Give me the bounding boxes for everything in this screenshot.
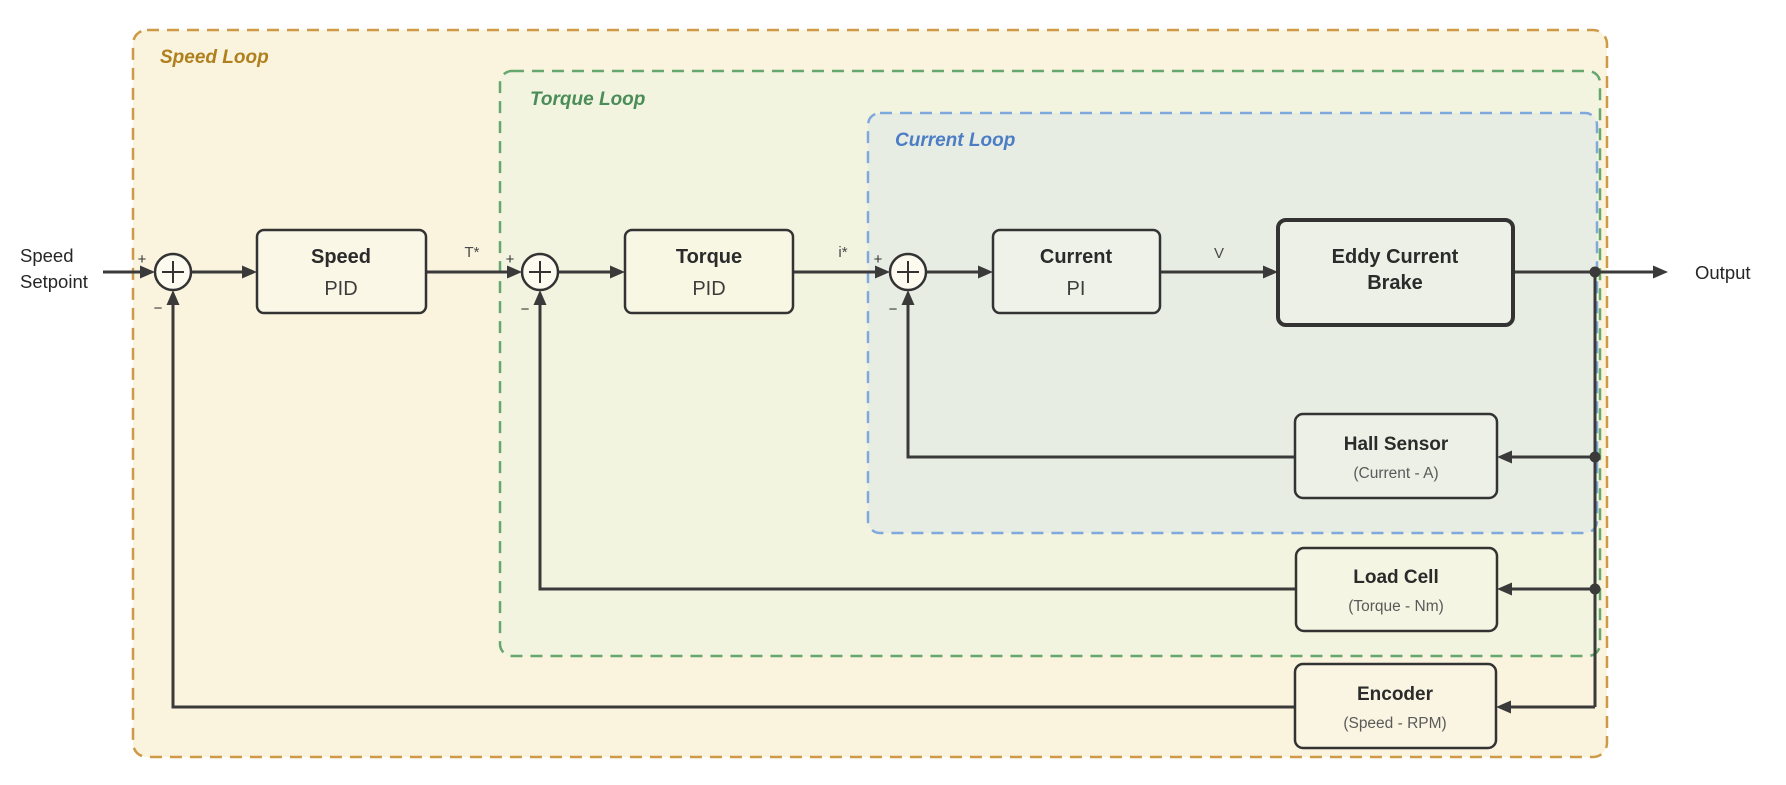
speed-loop-label: Speed Loop — [160, 47, 269, 68]
summing-junction-2-plus-icon — [529, 261, 551, 283]
input-label-line1: Speed — [20, 245, 74, 266]
sum1-minus-sign: − — [154, 300, 163, 317]
junction-dot-hall — [1589, 451, 1601, 463]
current-pi-title: Current — [1040, 246, 1113, 268]
feedback-encoder-to-sum1 — [171, 302, 1295, 709]
load-cell-box — [1294, 546, 1499, 633]
load-cell-subtitle: (Torque - Nm) — [1348, 598, 1444, 615]
summing-junction-3-plus-icon — [897, 261, 919, 283]
hall-sensor-box — [1293, 412, 1499, 500]
arrow-into-torque-pid — [610, 265, 625, 279]
junction-dot-load-cell — [1589, 583, 1601, 595]
input-label-line2: Setpoint — [20, 271, 88, 292]
current-loop-label: Current Loop — [895, 130, 1015, 151]
load-cell-title: Load Cell — [1353, 567, 1439, 588]
speed-pid-title: Speed — [311, 246, 371, 268]
encoder-subtitle: (Speed - RPM) — [1343, 715, 1446, 732]
arrow-into-hall-sensor — [1497, 450, 1512, 464]
eddy-current-brake-box — [1276, 218, 1515, 327]
torque-loop-label: Torque Loop — [530, 89, 645, 110]
sum2-minus-sign: − — [521, 301, 530, 318]
speed-pid-block: Speed PID — [255, 228, 428, 315]
arrow-up-into-sum1 — [166, 290, 180, 305]
arrow-into-sum1 — [140, 265, 155, 279]
load-cell-block: Load Cell (Torque - Nm) — [1294, 546, 1499, 633]
arrow-into-encoder — [1496, 700, 1511, 714]
io-labels: Speed Setpoint Output — [20, 245, 1751, 292]
voltage-label: V — [1214, 245, 1224, 262]
summing-junction-1-plus-icon — [162, 261, 184, 283]
current-reference-label: i* — [838, 244, 847, 261]
current-pi-subtitle: PI — [1067, 278, 1086, 300]
hall-sensor-subtitle: (Current - A) — [1353, 465, 1438, 482]
eddy-brake-title-line2: Brake — [1367, 272, 1423, 294]
arrow-into-sum3 — [875, 265, 890, 279]
sum3-plus-sign: + — [874, 251, 883, 268]
arrow-into-eddy-brake — [1263, 265, 1278, 279]
encoder-block: Encoder (Speed - RPM) — [1293, 662, 1498, 750]
feedback-lines — [171, 272, 1597, 709]
hall-sensor-block: Hall Sensor (Current - A) — [1293, 412, 1499, 500]
torque-pid-title: Torque — [676, 246, 742, 268]
feedback-load-cell-to-sum2 — [538, 302, 1296, 591]
current-pi-box — [991, 228, 1162, 315]
arrowheads — [140, 265, 1668, 714]
summing-junction-3 — [888, 252, 928, 292]
eddy-current-brake-block: Eddy Current Brake — [1276, 218, 1515, 327]
junction-dot-output — [1589, 266, 1601, 278]
output-label: Output — [1695, 262, 1751, 283]
arrow-into-speed-pid — [242, 265, 257, 279]
eddy-brake-title-line1: Eddy Current — [1332, 246, 1459, 268]
speed-pid-box — [255, 228, 428, 315]
torque-pid-box — [623, 228, 795, 315]
torque-reference-label: T* — [465, 244, 480, 261]
sum3-minus-sign: − — [889, 301, 898, 318]
feedback-hall-to-sum3 — [906, 302, 1295, 459]
junction-signs: + − + − + − — [138, 251, 898, 318]
signal-labels: T* i* V — [465, 244, 1225, 262]
sum2-plus-sign: + — [506, 251, 515, 268]
arrow-to-output — [1653, 265, 1668, 279]
junction-dots — [1589, 266, 1601, 595]
arrow-into-current-pi — [978, 265, 993, 279]
current-pi-block: Current PI — [991, 228, 1162, 315]
sum1-plus-sign: + — [138, 251, 147, 268]
arrow-up-into-sum3 — [901, 290, 915, 305]
summing-junction-2 — [520, 252, 560, 292]
summing-junctions — [153, 252, 928, 292]
encoder-title: Encoder — [1357, 684, 1434, 705]
speed-pid-subtitle: PID — [324, 278, 357, 300]
arrow-into-load-cell — [1497, 582, 1512, 596]
encoder-box — [1293, 662, 1498, 750]
torque-pid-subtitle: PID — [692, 278, 725, 300]
arrow-into-sum2 — [507, 265, 522, 279]
summing-junction-1 — [153, 252, 193, 292]
torque-pid-block: Torque PID — [623, 228, 795, 315]
arrow-up-into-sum2 — [533, 290, 547, 305]
hall-sensor-title: Hall Sensor — [1344, 434, 1449, 455]
